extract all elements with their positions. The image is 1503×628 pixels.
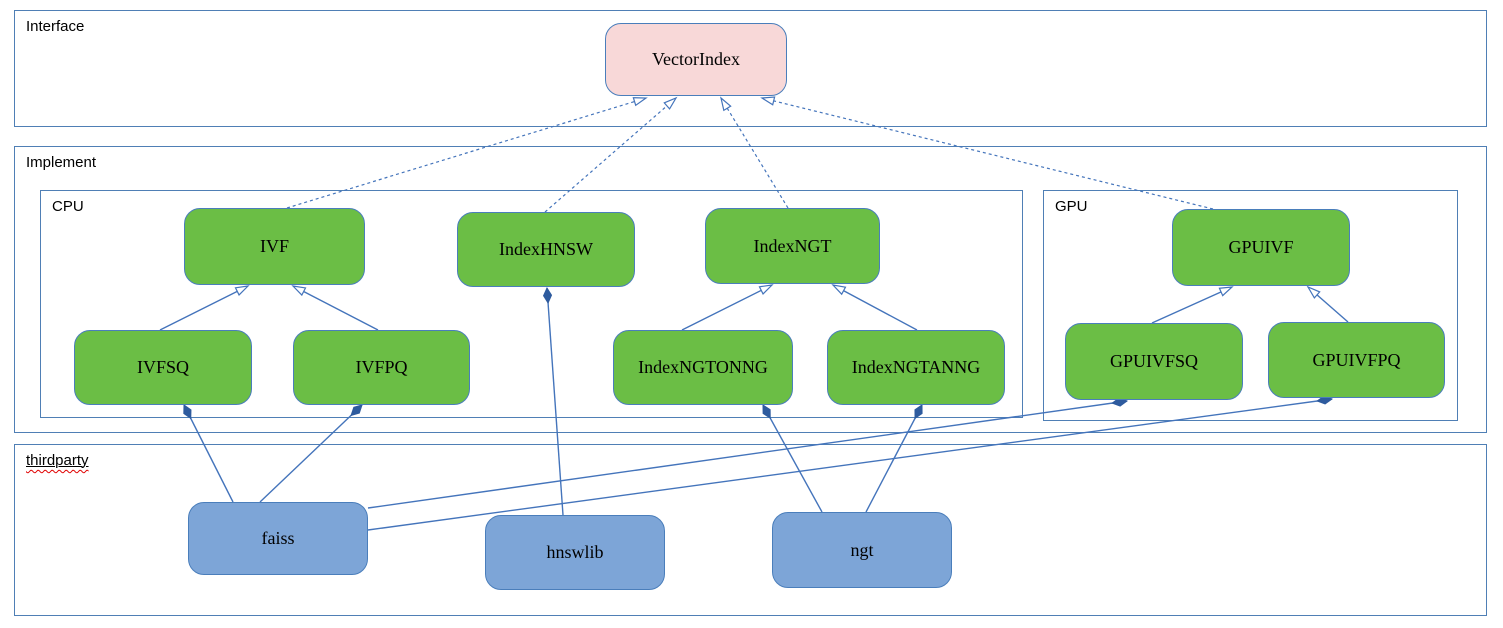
node-label-indexngt: IndexNGT <box>753 235 832 256</box>
group-label-implement: Implement <box>26 154 97 171</box>
node-label-gpuivfsq: GPUIVFSQ <box>1109 351 1199 371</box>
group-label-interface: Interface <box>26 18 85 35</box>
node-ivfsq[interactable]: IVFSQ <box>74 330 252 405</box>
node-label-indexhnsw: IndexHNSW <box>499 239 593 259</box>
node-label-ivfpq: IVFPQ <box>355 357 408 377</box>
node-gpuivfsq[interactable]: GPUIVFSQ <box>1065 323 1243 400</box>
node-label-vectorindex: VectorIndex <box>652 49 740 69</box>
node-label-ivfsq: IVFSQ <box>136 357 189 377</box>
node-label-hnswlib: hnswlib <box>546 542 604 562</box>
node-indexngt[interactable]: IndexNGT <box>705 208 880 284</box>
group-label-cpu: CPU <box>52 198 84 215</box>
node-ivfpq[interactable]: IVFPQ <box>293 330 470 405</box>
node-gpuivfpq[interactable]: GPUIVFPQ <box>1268 322 1445 398</box>
node-gpuivf[interactable]: GPUIVF <box>1172 209 1350 286</box>
node-label-ngt: ngt <box>850 539 874 560</box>
node-vectorindex[interactable]: VectorIndex <box>605 23 787 96</box>
node-label-ivf: IVF <box>259 236 289 256</box>
node-label-faiss: faiss <box>261 528 295 548</box>
misspelled-word: thirdparty <box>26 452 89 469</box>
node-label-indexngtanng: IndexNGTANNG <box>851 357 981 377</box>
group-label-thirdparty: thirdparty <box>26 452 89 469</box>
node-ngt[interactable]: ngt <box>772 512 952 588</box>
node-hnswlib[interactable]: hnswlib <box>485 515 665 590</box>
node-label-gpuivfpq: GPUIVFPQ <box>1312 349 1401 370</box>
node-indexngtonng[interactable]: IndexNGTONNG <box>613 330 793 405</box>
node-indexngtanng[interactable]: IndexNGTANNG <box>827 330 1005 405</box>
node-faiss[interactable]: faiss <box>188 502 368 575</box>
node-label-gpuivf: GPUIVF <box>1228 237 1294 257</box>
node-label-indexngtonng: IndexNGTONNG <box>638 357 768 377</box>
group-label-gpu: GPU <box>1055 198 1088 215</box>
node-indexhnsw[interactable]: IndexHNSW <box>457 212 635 287</box>
node-ivf[interactable]: IVF <box>184 208 365 285</box>
